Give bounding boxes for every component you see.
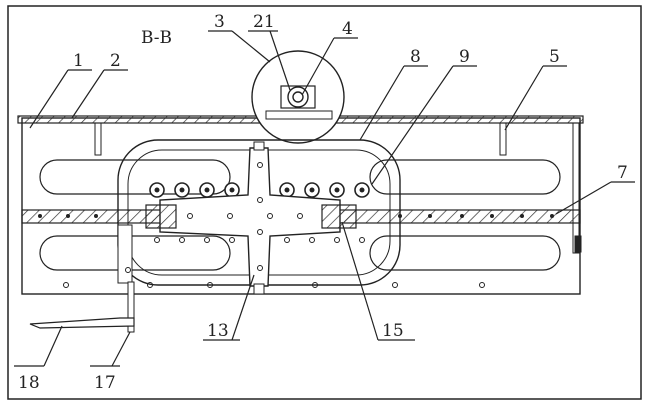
label-7: 7 — [617, 163, 628, 183]
right-bracket-foot — [574, 235, 582, 253]
label-5: 5 — [549, 47, 560, 67]
clamp-block-left — [145, 204, 177, 229]
leader-lines — [14, 30, 635, 367]
base-holes — [63, 282, 485, 288]
upper-roller-cores — [154, 187, 365, 193]
hanger-left — [94, 122, 102, 156]
scraper-blade — [29, 317, 135, 329]
slot-upper-left — [39, 159, 231, 195]
support-hole — [125, 267, 131, 273]
label-18: 18 — [18, 373, 40, 393]
label-4: 4 — [342, 19, 353, 39]
left-support-column — [117, 224, 133, 284]
section-label: B-B — [141, 28, 172, 48]
shaft-inner — [292, 91, 304, 103]
drawing-frame — [7, 5, 642, 400]
label-3: 3 — [214, 12, 225, 32]
slot-upper-right — [369, 159, 561, 195]
lower-rollers — [154, 237, 365, 243]
cross-carrier — [159, 147, 341, 287]
label-9: 9 — [459, 47, 470, 67]
label-21: 21 — [253, 12, 275, 32]
label-1: 1 — [73, 51, 84, 71]
carrier-bottom-tab — [253, 283, 265, 295]
label-15: 15 — [382, 321, 404, 341]
carrier-holes — [187, 162, 303, 271]
right-bracket — [572, 122, 580, 254]
blade-stem — [127, 281, 135, 333]
clamp-block-right — [321, 204, 357, 229]
label-13: 13 — [207, 321, 229, 341]
motor-mount — [265, 110, 333, 120]
carrier-top-tab — [253, 141, 265, 151]
slot-lower-left — [39, 235, 231, 271]
label-2: 2 — [110, 51, 121, 71]
label-8: 8 — [410, 47, 421, 67]
label-17: 17 — [94, 373, 116, 393]
hanger-right — [499, 122, 507, 156]
slot-lower-right — [369, 235, 561, 271]
